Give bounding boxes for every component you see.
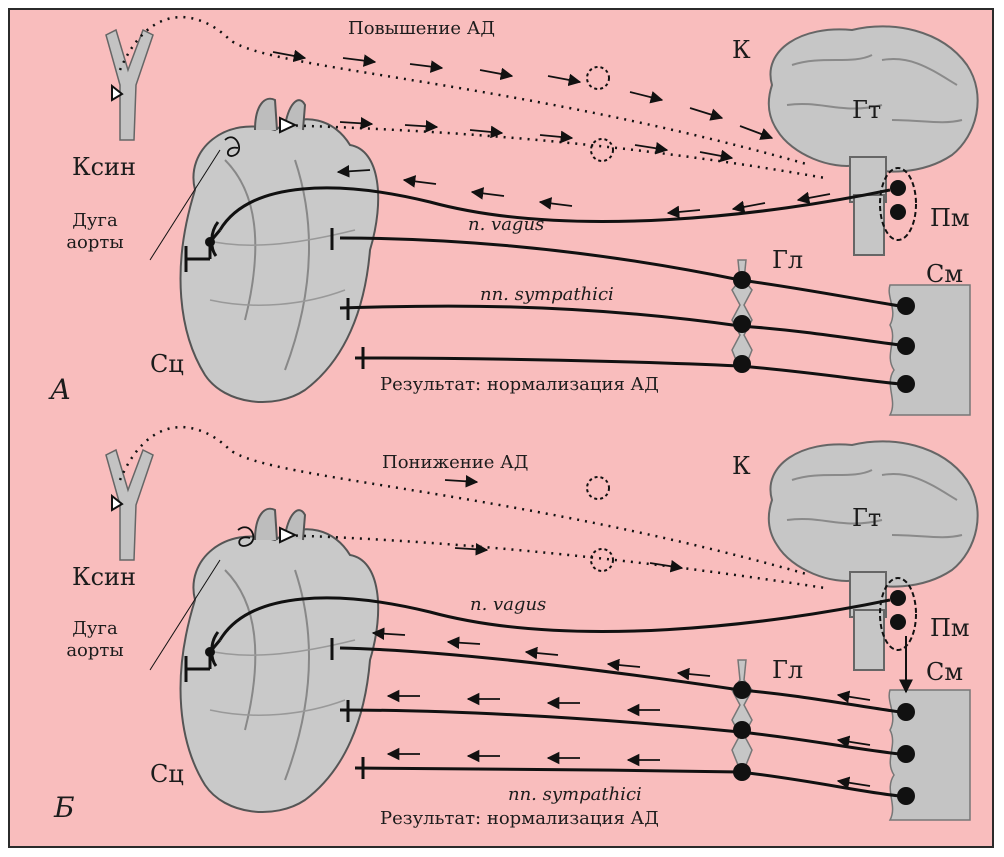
- label-ganglion-a: Гл: [772, 248, 803, 272]
- arch-line1-a: Дуга: [50, 210, 140, 232]
- label-sympathici-b: nn. sympathici: [508, 786, 642, 804]
- label-heart-b: Сц: [150, 762, 184, 786]
- panel-letter-b: Б: [54, 794, 75, 822]
- label-medulla-a: Пм: [930, 206, 970, 230]
- label-hypothalamus-b: Гт: [852, 506, 881, 530]
- label-aortic-arch-a: Дуга аорты: [50, 210, 140, 254]
- arch-line2-a: аорты: [50, 232, 140, 254]
- label-sinus-b: Ксин: [72, 565, 136, 589]
- result-b: Результат: нормализация АД: [380, 810, 659, 828]
- label-sympathici-a: nn. sympathici: [480, 286, 614, 304]
- result-a: Результат: нормализация АД: [380, 376, 659, 394]
- arch-line2-b: аорты: [50, 640, 140, 662]
- diagram-canvas: [10, 10, 996, 850]
- label-vagus-a: n. vagus: [468, 216, 544, 234]
- label-spinal-b: См: [926, 660, 963, 684]
- label-medulla-b: Пм: [930, 616, 970, 640]
- label-cortex-a: К: [732, 38, 751, 62]
- label-ganglion-b: Гл: [772, 658, 803, 682]
- label-vagus-b: n. vagus: [470, 596, 546, 614]
- label-cortex-b: К: [732, 454, 751, 478]
- header-a: Повышение АД: [348, 20, 495, 38]
- panel-letter-a: А: [50, 376, 71, 404]
- label-aortic-arch-b: Дуга аорты: [50, 618, 140, 662]
- label-hypothalamus-a: Гт: [852, 98, 881, 122]
- figure-frame: Повышение АД К Гт Пм См Гл Ксин Дуга аор…: [8, 8, 994, 848]
- label-sinus-a: Ксин: [72, 155, 136, 179]
- arch-line1-b: Дуга: [50, 618, 140, 640]
- label-spinal-a: См: [926, 262, 963, 286]
- label-heart-a: Сц: [150, 352, 184, 376]
- ganglion-b: [732, 660, 752, 770]
- header-b: Понижение АД: [382, 454, 528, 472]
- panel-b: [106, 427, 978, 820]
- carotid-sinus-a: [106, 30, 153, 140]
